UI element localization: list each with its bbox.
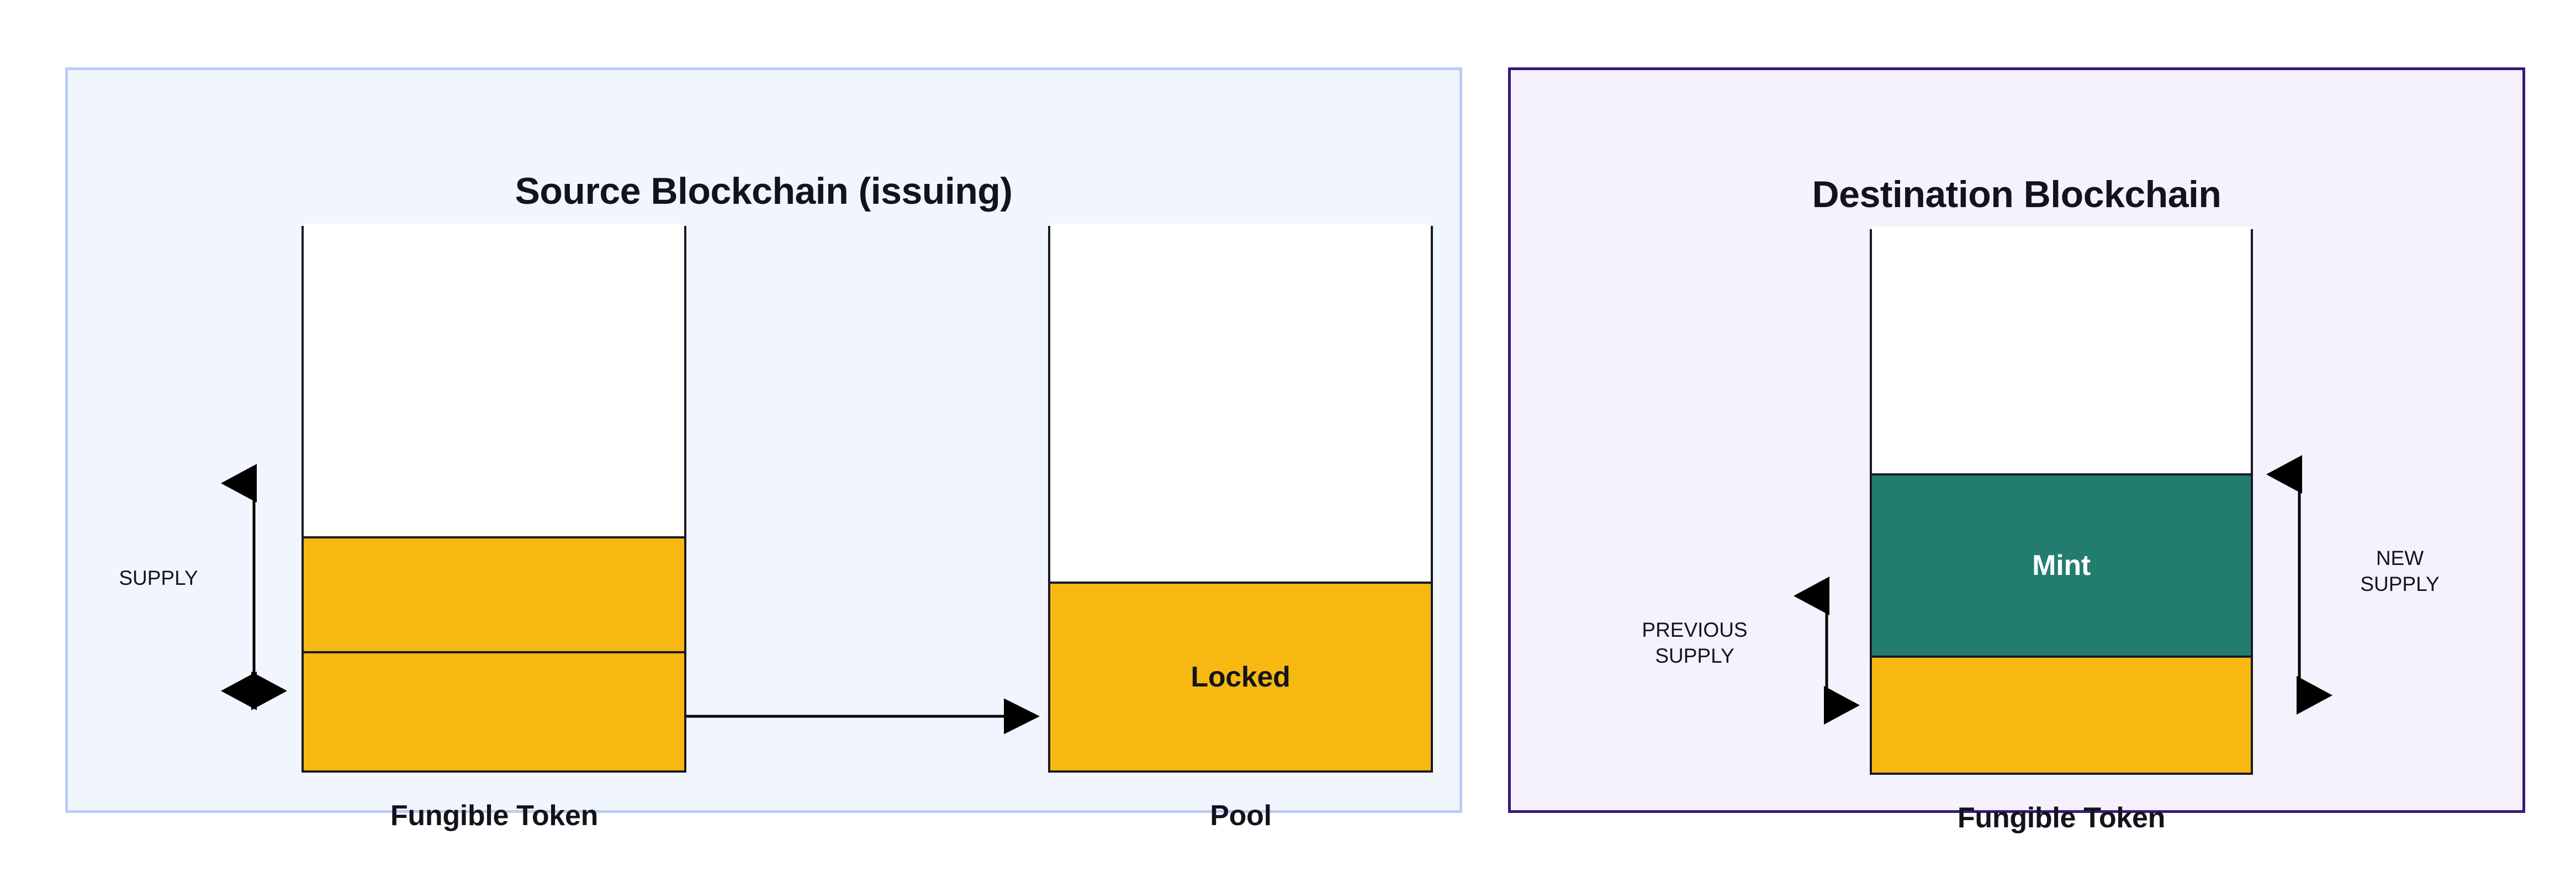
source-token-supply-upper-segment bbox=[304, 536, 684, 651]
previous-supply-label: PREVIOUS SUPPLY bbox=[1642, 619, 1748, 668]
pool-bar: Locked bbox=[1048, 224, 1433, 773]
destination-token-mint-segment: Mint bbox=[1872, 473, 2251, 656]
pool-empty-segment bbox=[1050, 224, 1431, 582]
destination-fungible-token-bar: Mint bbox=[1870, 227, 2253, 775]
destination-panel-title: Destination Blockchain bbox=[1812, 173, 2221, 215]
destination-token-empty-segment bbox=[1872, 227, 2251, 473]
source-fungible-token-caption: Fungible Token bbox=[390, 800, 599, 832]
source-blockchain-panel: Source Blockchain (issuing) SUPPLY bbox=[65, 67, 1462, 832]
destination-fungible-token-caption: Fungible Token bbox=[1957, 802, 2166, 834]
destination-blockchain-panel: Destination Blockchain PREVIOUS SUPPLY M… bbox=[1508, 67, 2525, 834]
source-panel-title: Source Blockchain (issuing) bbox=[515, 170, 1013, 212]
lock-transfer-arrow bbox=[686, 698, 1048, 735]
previous-supply-measure: PREVIOUS SUPPLY bbox=[1588, 577, 1860, 799]
new-supply-label: NEW SUPPLY bbox=[2360, 547, 2440, 596]
pool-locked-label: Locked bbox=[1191, 661, 1290, 693]
destination-token-previous-supply-segment bbox=[1872, 656, 2251, 773]
source-token-empty-segment bbox=[304, 224, 684, 536]
destination-token-mint-label: Mint bbox=[2032, 550, 2091, 582]
source-fungible-token-bar bbox=[301, 224, 686, 773]
source-supply-label: SUPPLY bbox=[119, 567, 198, 589]
pool-caption: Pool bbox=[1210, 800, 1272, 832]
source-token-supply-lower-segment bbox=[304, 651, 684, 770]
new-supply-measure: NEW SUPPLY bbox=[2266, 455, 2499, 799]
source-supply-measure: SUPPLY bbox=[102, 464, 295, 710]
pool-locked-segment: Locked bbox=[1050, 582, 1431, 770]
